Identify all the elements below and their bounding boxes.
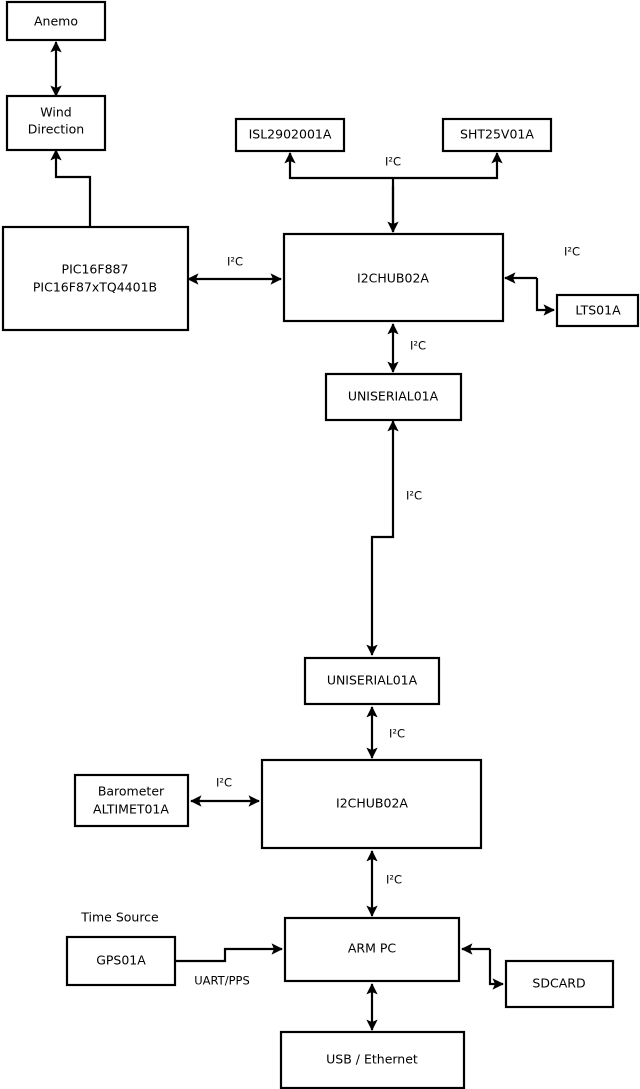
- edge-label-gps-to-armpc: UART/PPS: [194, 974, 250, 988]
- node-uniserial-top-box[interactable]: [324, 372, 463, 422]
- edge-label-hub-to-lts: I²C: [564, 245, 580, 259]
- edge-label-uniser-bot-to-hub-bot: I²C: [389, 727, 405, 741]
- node-hub-bottom-box[interactable]: [260, 758, 483, 850]
- edge-hub-top-to-lts: [535, 278, 555, 316]
- node-isl-label: ISL2902001A: [249, 127, 332, 142]
- node-sht[interactable]: SHT25V01A: [441, 117, 553, 153]
- edge-uniser-top-to-uniser-bot: [366, 420, 399, 656]
- node-sht-label: SHT25V01A: [460, 127, 534, 142]
- edge-label-uniser-top-to-uniser-bot: I²C: [406, 489, 422, 503]
- node-barometer-label-line1: Barometer: [98, 784, 165, 799]
- node-pic[interactable]: PIC16F887 PIC16F87xTQ4401B: [1, 225, 190, 332]
- node-hub-bottom[interactable]: I2CHUB02A: [260, 758, 483, 850]
- node-barometer-label-line2: ALTIMET01A: [93, 802, 169, 817]
- node-barometer[interactable]: Barometer ALTIMET01A: [73, 773, 190, 828]
- node-sdcard-label: SDCARD: [532, 976, 585, 991]
- node-gps[interactable]: GPS01A: [65, 935, 177, 987]
- node-usb-ethernet-box[interactable]: [279, 1030, 466, 1089]
- node-hub-top-box[interactable]: [282, 232, 505, 323]
- edge-armpc-to-sdcard: [488, 949, 504, 990]
- node-sht-box[interactable]: [441, 117, 553, 153]
- edge-label-hub-bot-to-armpc: I²C: [386, 873, 402, 887]
- edge-hub-to-sht: [393, 152, 503, 180]
- node-wind-direction-label-line1: Wind: [40, 105, 71, 120]
- node-pic-label-line2: PIC16F87xTQ4401B: [33, 280, 157, 295]
- node-wind-direction-box[interactable]: [5, 94, 107, 152]
- node-usb-ethernet[interactable]: USB / Ethernet: [279, 1030, 466, 1089]
- node-gps-box[interactable]: [65, 935, 177, 987]
- node-lts-label: LTS01A: [575, 303, 621, 318]
- edge-gps-to-armpc: [175, 943, 283, 963]
- node-hub-top-label: I2CHUB02A: [357, 271, 429, 286]
- node-uniserial-top[interactable]: UNISERIAL01A: [324, 372, 463, 422]
- node-anemo-label: Anemo: [34, 14, 78, 29]
- node-lts[interactable]: LTS01A: [555, 293, 640, 328]
- node-wind-direction[interactable]: Wind Direction: [5, 94, 107, 152]
- node-hub-bottom-label: I2CHUB02A: [336, 796, 408, 811]
- node-barometer-box[interactable]: [73, 773, 190, 828]
- edge-label-pic-to-hub: I²C: [227, 255, 243, 269]
- edge-label-hub-to-sensors: I²C: [385, 155, 401, 169]
- node-usb-ethernet-label: USB / Ethernet: [326, 1052, 418, 1067]
- edge-hub-to-isl: [284, 152, 393, 180]
- node-sdcard-box[interactable]: [504, 959, 615, 1009]
- label-time-source: Time Source: [80, 910, 159, 925]
- node-lts-box[interactable]: [555, 293, 640, 328]
- node-pic-box[interactable]: [1, 225, 190, 332]
- node-armpc-label: ARM PC: [348, 941, 397, 956]
- node-armpc-box[interactable]: [283, 916, 461, 983]
- node-uniserial-bottom-box[interactable]: [303, 656, 441, 706]
- edge-label-hub-to-uniser-top: I²C: [410, 339, 426, 353]
- node-gps-label: GPS01A: [96, 953, 146, 968]
- node-anemo[interactable]: Anemo: [5, 0, 107, 42]
- edge-pic-to-wind: [50, 149, 92, 227]
- node-wind-direction-label-line2: Direction: [28, 122, 84, 137]
- node-isl[interactable]: ISL2902001A: [234, 117, 346, 153]
- edge-label-baro-to-hub-bot: I²C: [216, 776, 232, 790]
- node-uniserial-bottom[interactable]: UNISERIAL01A: [303, 656, 441, 706]
- node-anemo-box[interactable]: [5, 0, 107, 42]
- node-uniserial-bottom-label: UNISERIAL01A: [327, 673, 418, 688]
- node-isl-box[interactable]: [234, 117, 346, 153]
- node-uniserial-top-label: UNISERIAL01A: [348, 389, 439, 404]
- node-hub-top[interactable]: I2CHUB02A: [282, 232, 505, 323]
- node-armpc[interactable]: ARM PC: [283, 916, 461, 983]
- node-sdcard[interactable]: SDCARD: [504, 959, 615, 1009]
- node-pic-label-line1: PIC16F887: [62, 262, 129, 277]
